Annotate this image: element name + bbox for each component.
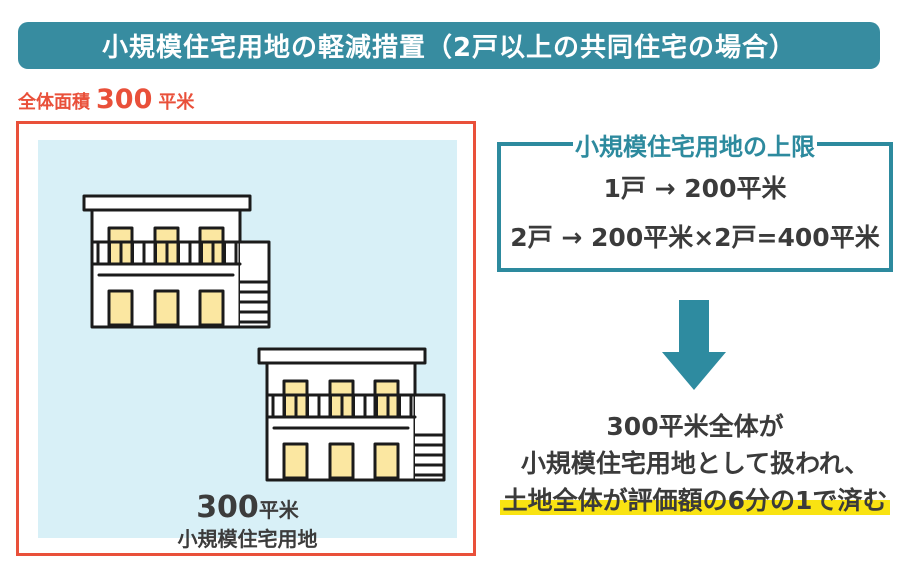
limit-row-2: 2戸 → 200平米×2戸=400平米 (510, 223, 880, 252)
land-plot-box: 300平米 小規模住宅用地 (16, 121, 476, 556)
overall-area-value: 300 (96, 84, 153, 115)
overall-area-label: 全体面積 300 平米 (18, 84, 194, 115)
apartment-building-illustration (257, 347, 446, 482)
conclusion-line-2: 小規模住宅用地として扱われ、 (520, 449, 870, 478)
plot-area-value: 300 (196, 490, 259, 525)
legend-line-right (817, 142, 893, 146)
upper-limit-title: 小規模住宅用地の上限 (575, 132, 815, 161)
overall-area-prefix: 全体面積 (18, 92, 90, 113)
overall-area-unit: 平米 (158, 92, 195, 113)
highlighted-conclusion: 土地全体が評価額の6分の1で済む (499, 486, 891, 515)
page-title: 小規模住宅用地の軽減措置（2戸以上の共同住宅の場合） (101, 33, 797, 63)
upper-limit-box: 小規模住宅用地の上限 1戸 → 200平米 2戸 → 200平米×2戸=400平… (497, 133, 893, 272)
plot-area-caption: 300平米 小規模住宅用地 (38, 489, 457, 552)
conclusion-text: 300平米全体が 小規模住宅用地として扱われ、 土地全体が評価額の6分の1で済む (490, 408, 900, 519)
plot-area-unit: 平米 (258, 498, 299, 522)
land-panel: 300平米 小規模住宅用地 (38, 140, 457, 551)
legend-line-left (497, 142, 573, 146)
down-arrow-icon (662, 300, 726, 390)
plot-area-line: 300平米 (38, 489, 457, 527)
apartment-building-illustration (82, 194, 271, 329)
limit-row-1: 1戸 → 200平米 (603, 174, 787, 203)
header-banner: 小規模住宅用地の軽減措置（2戸以上の共同住宅の場合） (18, 22, 880, 69)
conclusion-line-3: 土地全体が評価額の6分の1で済む (490, 482, 900, 519)
plot-area-type: 小規模住宅用地 (177, 526, 318, 551)
conclusion-line-1: 300平米全体が (606, 412, 784, 441)
upper-limit-legend: 小規模住宅用地の上限 (497, 128, 893, 161)
